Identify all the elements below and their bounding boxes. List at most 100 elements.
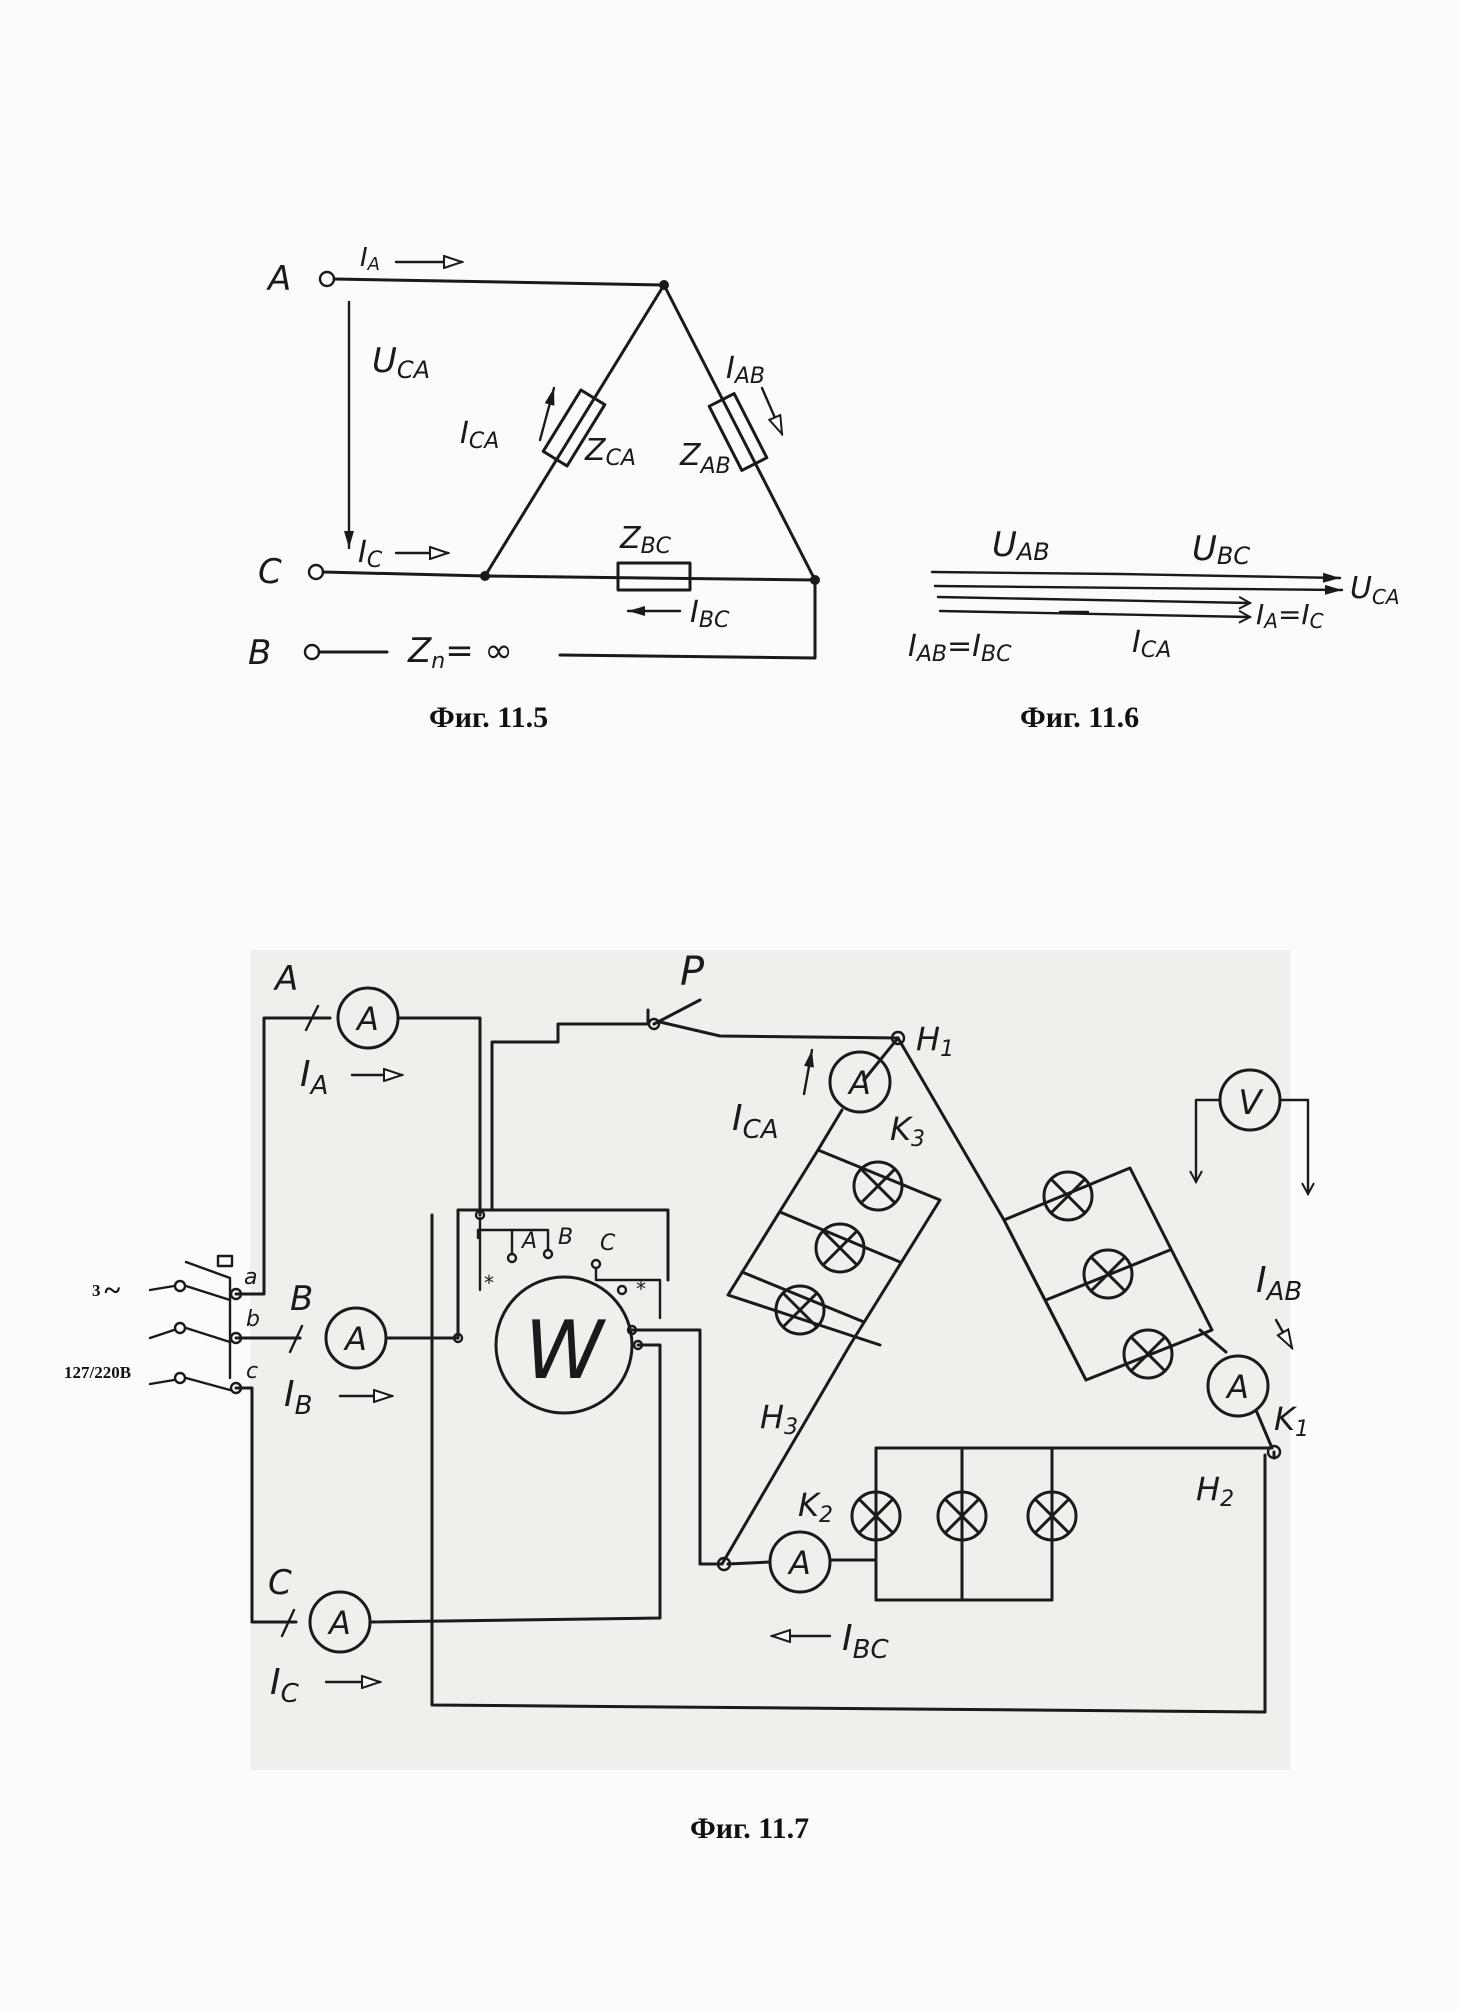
wattmeter-star-1: *: [484, 1271, 494, 1295]
open-line-label: Zn= ∞: [407, 631, 513, 674]
ic-line-label: IC: [270, 1662, 300, 1709]
switch-p-blade: [658, 1020, 900, 1040]
wire-c: [321, 570, 817, 582]
uab-label: UAB: [992, 525, 1050, 566]
phase-b-label: B: [290, 1279, 313, 1319]
phasor-ia-ic-1: [936, 595, 1250, 603]
ammeter-ca: [828, 1050, 892, 1114]
supply-phases: 3~: [92, 1274, 121, 1307]
wire-a: [332, 277, 666, 287]
terminal-c-label: C: [258, 552, 282, 592]
impedance-zbc: [616, 561, 692, 592]
ibc-label: IBC: [690, 595, 730, 633]
ammeter-ab: [1206, 1354, 1270, 1418]
wire-return-b: [430, 1213, 1267, 1714]
caption-fig-11-7: Фиг. 11.7: [690, 1812, 809, 1845]
main-switch-blade-1: [184, 1284, 232, 1302]
node-k1-label: K1: [1274, 1400, 1309, 1442]
terminal-mark-b: [288, 1324, 304, 1354]
wattmeter-term-cur: [632, 1339, 644, 1351]
ica-label: ICA: [460, 416, 499, 454]
main-switch-bar: [184, 1260, 232, 1380]
caption-fig-11-5: Фиг. 11.5: [429, 701, 548, 734]
figure-11-5: A C B UCA IA IC ICA ZCA IAB ZAB ZBC IB: [248, 243, 820, 734]
supply-voltage: 127/220В: [64, 1363, 131, 1382]
wire-watt-term-b: [510, 1228, 550, 1252]
main-switch-blade-3: [184, 1376, 232, 1392]
lamp-frame-ca-right: [816, 1148, 942, 1347]
node-h1: [890, 1030, 906, 1046]
node-h3-label: H3: [760, 1398, 798, 1440]
wire-watt-b-loop: [456, 1208, 670, 1340]
supply-terminal-1: [173, 1279, 187, 1293]
node-h1-label: H1: [916, 1020, 954, 1062]
node-k3-label: K3: [890, 1110, 925, 1152]
ammeter-bc-symbol: A: [787, 1544, 811, 1582]
supply-terminal-3: [173, 1371, 187, 1385]
phasor-uab-ubc: [930, 570, 1342, 583]
wattmeter: [494, 1275, 634, 1415]
switch-terminal-c-label: c: [246, 1359, 258, 1384]
wire-phase-c: [234, 1386, 298, 1624]
switch-terminal-b-label: b: [246, 1307, 260, 1332]
lamp-frame-ab-left: [1002, 1218, 1088, 1382]
lamp-ab-3: [1122, 1328, 1174, 1380]
lamp-ca-3: [774, 1284, 826, 1336]
wire-b-right: [558, 578, 817, 660]
lamp-ca-2: [814, 1222, 866, 1274]
voltmeter-symbol: V: [1238, 1083, 1264, 1123]
figure-11-7: 3~ 127/220В a b c A A IA A B: [64, 949, 1309, 1845]
node-k2: [716, 1556, 732, 1572]
switch-p-contact: [647, 1017, 661, 1031]
iab-ibc-label: IAB=IBC: [908, 629, 1012, 667]
voltmeter-lead-right: [1278, 1098, 1308, 1194]
terminal-b-label: B: [248, 633, 271, 673]
ia-label: IA: [360, 243, 380, 275]
ammeter-c-symbol: A: [327, 1604, 351, 1642]
supply-lead-3: [148, 1378, 176, 1386]
lamp-frame-bc: [874, 1446, 1054, 1602]
lamp-ca-1: [852, 1160, 904, 1212]
node-right: [810, 575, 820, 585]
impedance-zca: [541, 388, 607, 468]
branch-ca: [483, 283, 666, 578]
wire-to-switch-p: [490, 1008, 650, 1212]
wire-ab-to-ammeter: [1198, 1328, 1228, 1354]
node-k2-label: K2: [798, 1486, 833, 1528]
uca-phasor-label: UCA: [1350, 571, 1400, 609]
main-switch-blade-2: [184, 1326, 232, 1344]
ammeter-ca-symbol: A: [847, 1064, 871, 1102]
ubc-label: UBC: [1192, 529, 1250, 570]
ica-arrow: [538, 386, 556, 442]
lamp-rung-ca-2: [778, 1210, 902, 1264]
ammeter-a-symbol: A: [355, 1000, 379, 1038]
ibc-phase-label: IBC: [842, 1618, 889, 1665]
lamp-bc-3: [1026, 1490, 1078, 1542]
node-left: [480, 571, 490, 581]
ica-phase-label: ICA: [732, 1098, 779, 1145]
iab-phase-label: IAB: [1256, 1260, 1302, 1307]
wattmeter-term-b-label: B: [558, 1225, 573, 1250]
phase-c-label: C: [268, 1563, 292, 1603]
wattmeter-term-a-label: A: [520, 1229, 537, 1254]
branch-ab: [662, 283, 817, 582]
supply-terminal-2: [173, 1321, 187, 1335]
wire-ammeter-bc-k2: [726, 1560, 772, 1566]
lamp-ab-1: [1042, 1170, 1094, 1222]
lamp-frame-ca-left: [726, 1108, 882, 1347]
lamp-bc-2: [936, 1490, 988, 1542]
wire-watt-term-c: [594, 1266, 662, 1320]
supply-lead-1: [148, 1284, 176, 1292]
ib-line-label: IB: [284, 1374, 312, 1421]
switch-p-label: P: [680, 949, 705, 995]
wattmeter-term-c-label: C: [600, 1231, 616, 1256]
zbc-label: ZBC: [619, 521, 672, 559]
lamp-frame-bc-top: [874, 1446, 1276, 1602]
ica-phase-arrow: [802, 1048, 814, 1096]
iab-phase-arrow: [1274, 1318, 1292, 1348]
ica-phasor-label: ICA: [1132, 625, 1171, 663]
zab-label: ZAB: [679, 438, 731, 479]
lamp-bc-1: [850, 1490, 902, 1542]
caption-fig-11-6: Фиг. 11.6: [1020, 701, 1139, 734]
